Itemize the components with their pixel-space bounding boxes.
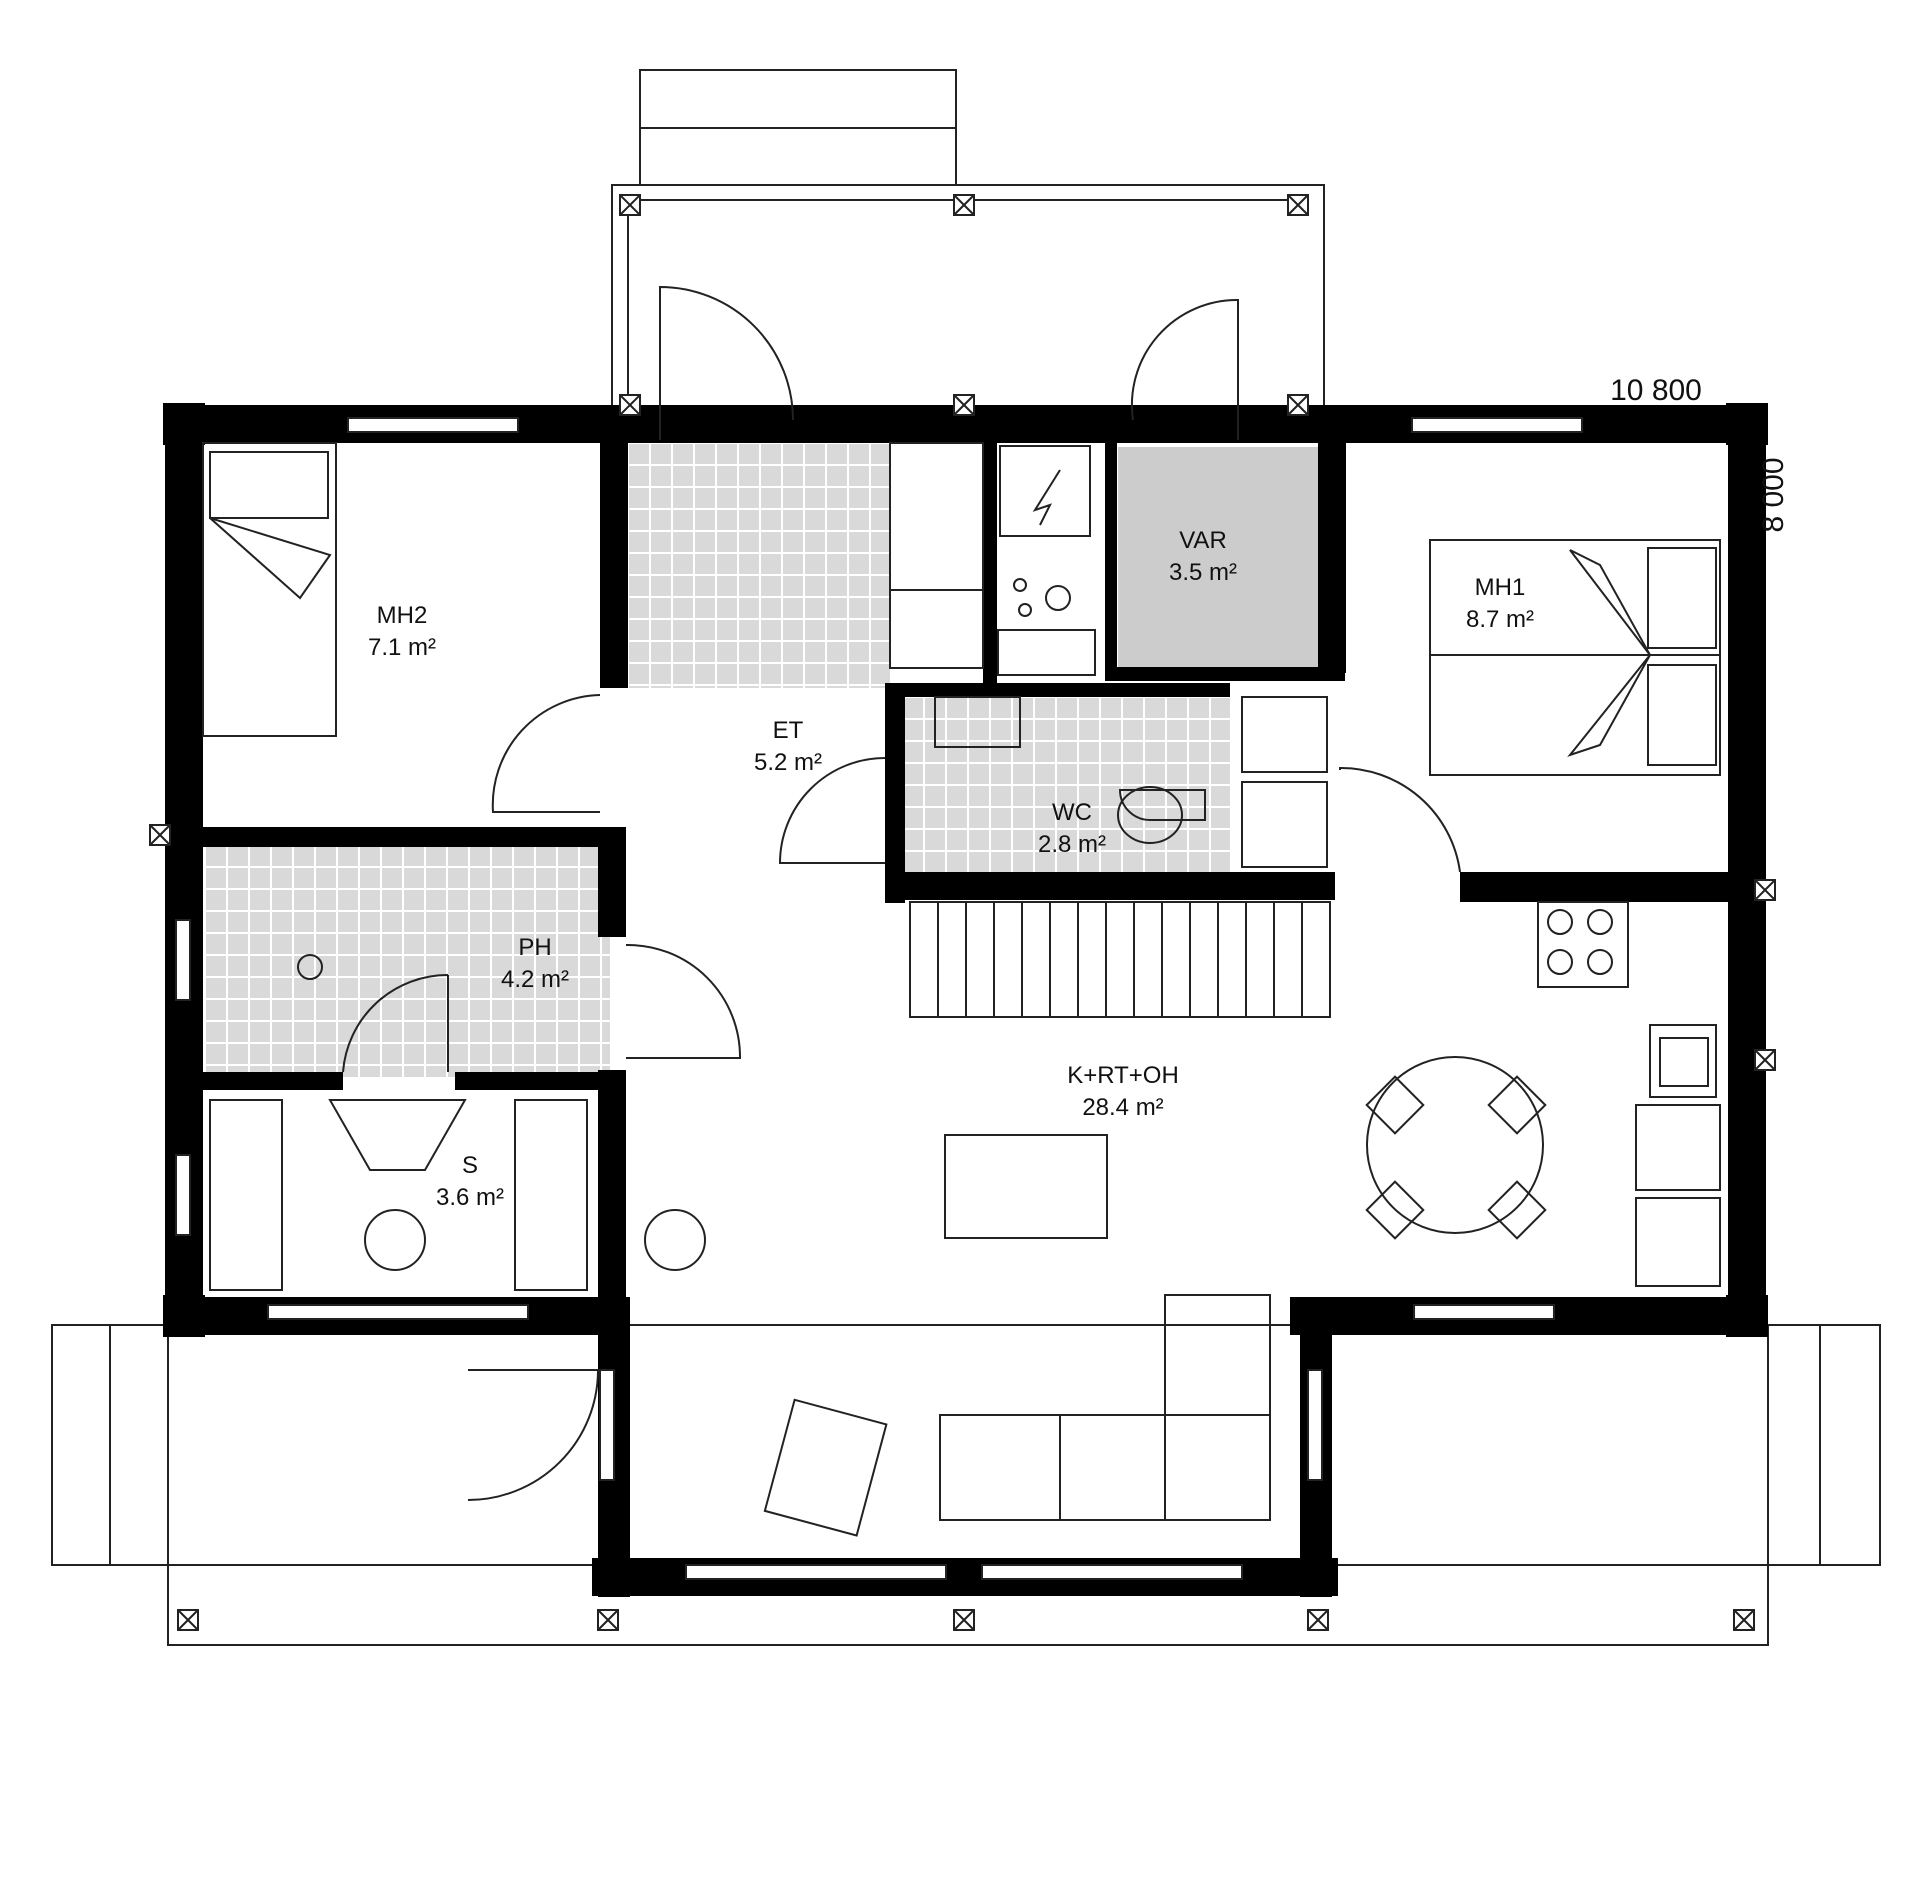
front-porch — [611, 69, 1325, 420]
post-marker-icon — [1287, 194, 1309, 216]
room-mh1-area: 8.7 m² — [1466, 606, 1534, 633]
sofa — [939, 1414, 1271, 1521]
room-var-name: VAR — [1179, 527, 1227, 554]
post-marker-icon — [177, 1609, 199, 1631]
room-krtoh-name: K+RT+OH — [1067, 1062, 1179, 1089]
storage-fill — [1118, 447, 1318, 667]
dining-table — [1366, 1056, 1544, 1234]
room-krtoh-area: 28.4 m² — [1082, 1094, 1163, 1121]
post-marker-icon — [1287, 394, 1309, 416]
windows — [175, 417, 1583, 1580]
room-mh1-name: MH1 — [1475, 574, 1526, 601]
width-dimension: 10 800 — [1610, 374, 1702, 407]
post-marker-icon — [619, 394, 641, 416]
armchair — [763, 1398, 888, 1537]
coffee-table — [944, 1134, 1108, 1239]
room-ph-name: PH — [518, 934, 551, 961]
post-marker-icon — [1733, 1609, 1755, 1631]
depth-dimension: 8 000 — [1757, 457, 1790, 532]
post-marker-icon — [1307, 1609, 1329, 1631]
post-marker-icon — [149, 824, 171, 846]
room-wc-name: WC — [1052, 799, 1092, 826]
room-s-name: S — [462, 1152, 478, 1179]
bed-mh2 — [202, 442, 337, 737]
room-et-area: 5.2 m² — [754, 749, 822, 776]
room-mh2-area: 7.1 m² — [368, 634, 436, 661]
doors — [342, 285, 1461, 1501]
furniture — [202, 442, 1721, 1537]
room-wc-area: 2.8 m² — [1038, 831, 1106, 858]
room-labels: MH2 7.1 m² ET 5.2 m² VAR 3.5 m² MH1 8.7 … — [368, 527, 1534, 1211]
post-marker-icon — [619, 194, 641, 216]
bed-mh1 — [1429, 539, 1721, 776]
room-et-name: ET — [773, 717, 804, 744]
post-marker-icon — [1754, 1049, 1776, 1071]
room-s-area: 3.6 m² — [436, 1184, 504, 1211]
post-marker-icon — [953, 194, 975, 216]
rear-terrace — [51, 1324, 1881, 1646]
post-marker-icon — [597, 1609, 619, 1631]
room-var-area: 3.5 m² — [1169, 559, 1237, 586]
post-markers — [149, 194, 1776, 1631]
post-marker-icon — [953, 394, 975, 416]
post-marker-icon — [1754, 879, 1776, 901]
post-marker-icon — [953, 1609, 975, 1631]
room-ph-area: 4.2 m² — [501, 966, 569, 993]
room-mh2-name: MH2 — [377, 602, 428, 629]
